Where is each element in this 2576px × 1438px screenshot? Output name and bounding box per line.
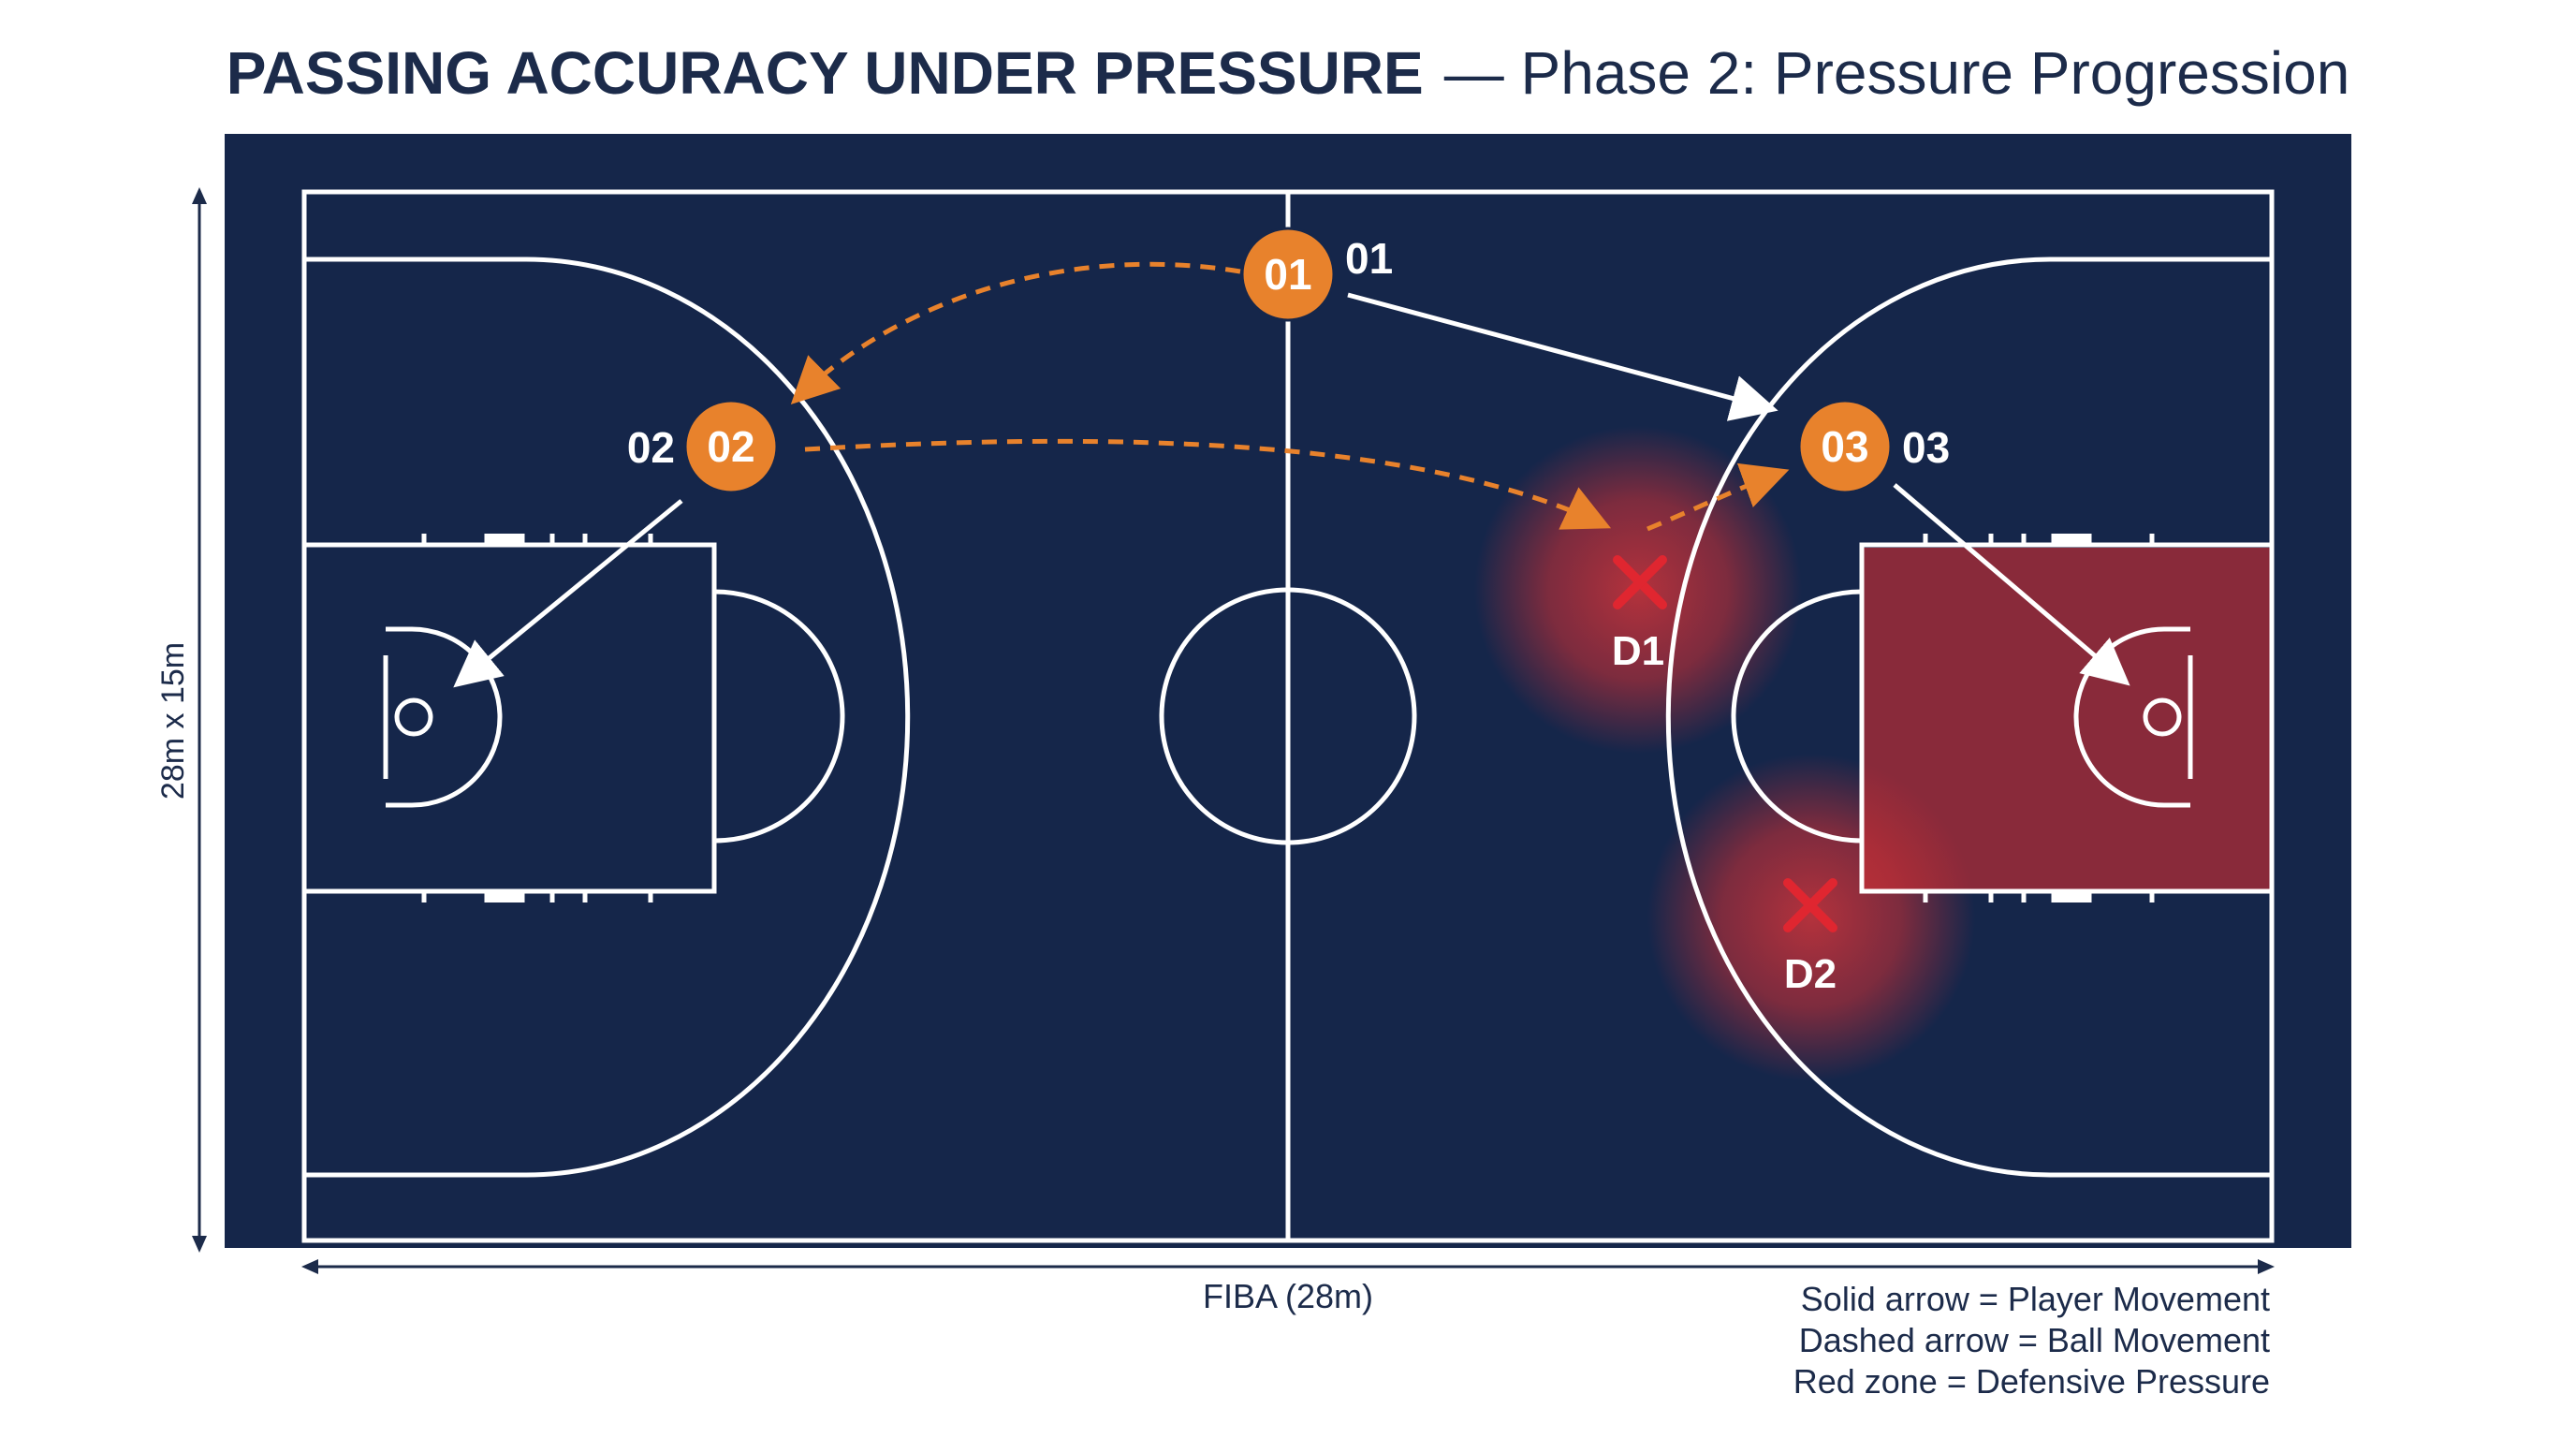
defender-d2: D2: [1783, 878, 1837, 997]
move-o3: [1893, 483, 2130, 686]
player-movement: [453, 292, 2130, 688]
player-number: 01: [1264, 250, 1311, 299]
horizontal-dimension-label: FIBA (28m): [1203, 1277, 1373, 1315]
diagram-title: PASSING ACCURACY UNDER PRESSURE — Phase …: [227, 39, 2350, 107]
vertical-dimension-label: 28m x 15m: [155, 642, 191, 800]
player-tag: 03: [1902, 423, 1950, 472]
court-lines: [301, 189, 2275, 1243]
hoop-left: [394, 697, 433, 737]
player-tag: 02: [627, 423, 675, 472]
offense-player-o1: 01 01: [1240, 227, 1393, 322]
legend-red-zone: Red zone = Defensive Pressure: [1793, 1362, 2270, 1401]
ball-movement: [790, 261, 1790, 532]
restricted-arc-left: [386, 626, 503, 808]
move-o1: [1347, 292, 1778, 421]
key-right: [1859, 542, 2275, 894]
legend-solid-arrow: Solid arrow = Player Movement: [1801, 1280, 2270, 1318]
defender-x-icon: [1783, 878, 1837, 932]
title-bold: PASSING ACCURACY UNDER PRESSURE: [227, 39, 1424, 107]
three-point-line-left: [304, 257, 911, 1178]
defender-x-icon: [1613, 555, 1667, 609]
vertical-dimension: 28m x 15m: [155, 187, 207, 1253]
center-circle: [1159, 587, 1417, 845]
arrow-right-icon: [2258, 1259, 2275, 1274]
defender-label: D2: [1784, 951, 1837, 997]
defender-label: D1: [1612, 628, 1664, 674]
pass-o2-to-d1-area: [804, 438, 1612, 530]
player-number: 02: [707, 422, 754, 471]
arrow-left-icon: [301, 1259, 318, 1274]
restricted-arc-right: [2073, 626, 2190, 808]
defender-d1: D1: [1612, 555, 1667, 674]
pass-o1-to-o2: [790, 261, 1241, 404]
pressure-zone-d2: [1647, 754, 1975, 1081]
legend-dashed-arrow: Dashed arrow = Ball Movement: [1799, 1321, 2270, 1359]
key-left: [301, 542, 717, 894]
player-marker: [1240, 227, 1336, 322]
offense-player-o2: 02 02: [627, 399, 779, 494]
lane-marks-left: [421, 534, 653, 902]
pass-to-o3: [1647, 462, 1790, 532]
player-tag: 01: [1345, 234, 1393, 283]
move-o2: [453, 499, 683, 688]
arrow-down-icon: [192, 1236, 207, 1253]
player-number: 03: [1821, 422, 1868, 471]
title-subtitle: — Phase 2: Pressure Progression: [1444, 39, 2350, 107]
legend: Solid arrow = Player Movement Dashed arr…: [1793, 1280, 2270, 1401]
arrow-up-icon: [192, 187, 207, 204]
hoop-right: [2143, 697, 2182, 737]
free-throw-arc-left: [713, 589, 845, 844]
three-point-line-right: [1665, 257, 2272, 1178]
offense-player-o3: 03 03: [1797, 399, 1950, 494]
free-throw-arc-right: [1731, 589, 1863, 844]
lane-marks-right: [1923, 534, 2155, 902]
player-marker: [683, 399, 779, 494]
player-marker: [1797, 399, 1893, 494]
horizontal-dimension: FIBA (28m): [301, 1259, 2275, 1315]
